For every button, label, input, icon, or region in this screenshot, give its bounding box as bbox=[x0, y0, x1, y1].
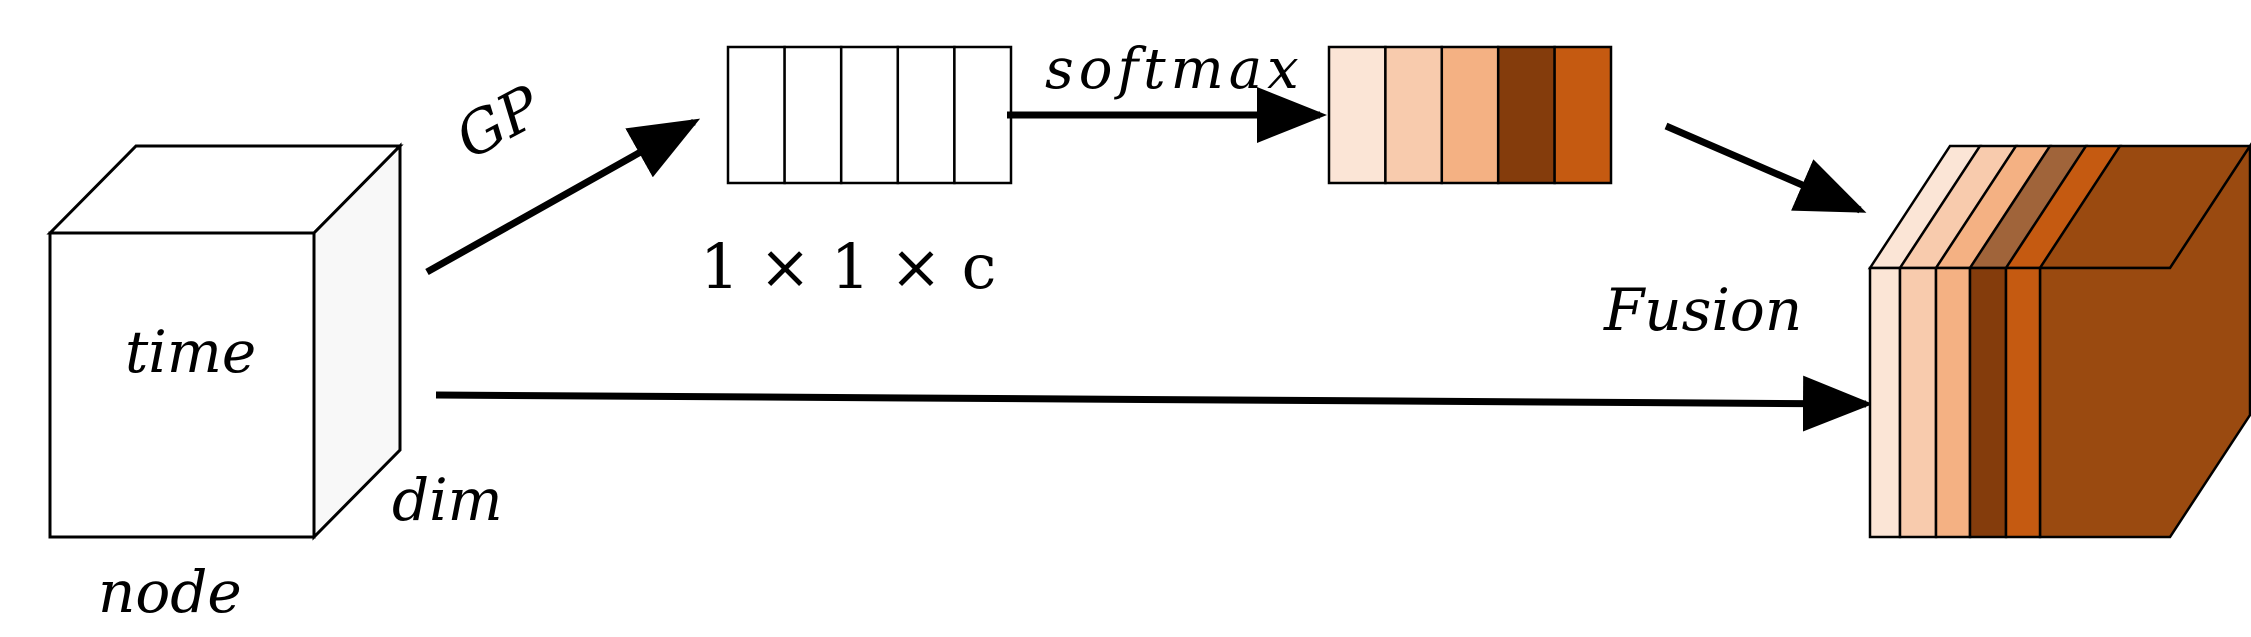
gp-label: GP bbox=[445, 72, 553, 173]
dim-label: dim bbox=[392, 466, 503, 534]
skip-connection-arrow bbox=[435, 375, 1873, 432]
fused-slice bbox=[1968, 266, 2008, 539]
pooled-vector-cell bbox=[953, 45, 1013, 185]
pooled-vector-cell bbox=[839, 45, 900, 185]
softmax-label: softmax bbox=[1045, 37, 1304, 102]
fused-slice bbox=[1868, 266, 1902, 539]
input-tensor-cube bbox=[46, 142, 404, 541]
cube-front-face bbox=[48, 231, 316, 539]
vector-shape-label: 1 × 1 × c bbox=[700, 230, 996, 303]
time-label: time bbox=[125, 318, 256, 386]
weight-cell bbox=[1440, 45, 1500, 185]
fusion-label: Fusion bbox=[1603, 276, 1802, 344]
fused-slice bbox=[1934, 266, 1972, 539]
weight-to-fusion-arrow bbox=[1664, 122, 1867, 214]
gp-arrow bbox=[425, 118, 701, 276]
weight-cell bbox=[1384, 45, 1444, 185]
node-label: node bbox=[98, 558, 242, 626]
weight-cell bbox=[1496, 45, 1556, 185]
pooled-vector-cell bbox=[726, 45, 786, 185]
fused-output-cube bbox=[1867, 142, 2251, 539]
pooled-vector bbox=[726, 45, 1013, 185]
pooled-vector-cell bbox=[896, 45, 956, 185]
softmax-weight-vector bbox=[1327, 45, 1613, 185]
fused-slice bbox=[1898, 266, 1938, 539]
weight-cell bbox=[1327, 45, 1387, 185]
weight-cell bbox=[1553, 45, 1613, 185]
pooled-vector-cell bbox=[783, 45, 843, 185]
fused-slice bbox=[2004, 266, 2042, 539]
